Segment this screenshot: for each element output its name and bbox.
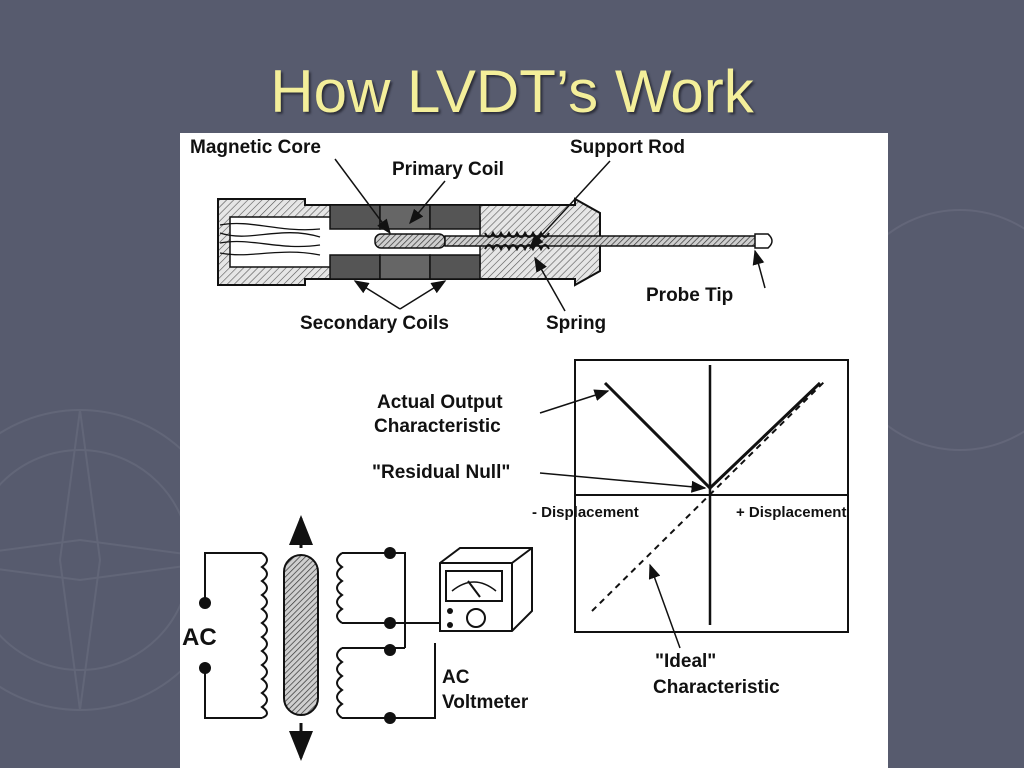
label-voltmeter-1: AC: [442, 667, 470, 688]
label-support-rod: Support Rod: [570, 137, 685, 158]
label-magnetic-core: Magnetic Core: [190, 137, 321, 158]
lvdt-figure: Magnetic Core Primary Coil Support Rod P…: [180, 133, 888, 768]
probe-tip: [754, 233, 773, 249]
ac-terminal-top: [199, 597, 211, 609]
actual-output-curve: [603, 381, 822, 491]
sensor-leader-lines: [334, 158, 766, 312]
graph-leader-lines: [539, 389, 707, 649]
lvdt-sensor-section: Magnetic Core Primary Coil Support Rod P…: [190, 137, 773, 334]
label-actual-output-2: Characteristic: [374, 416, 501, 437]
ac-terminal-bottom: [199, 662, 211, 674]
lvdt-diagram: Magnetic Core Primary Coil Support Rod P…: [182, 137, 849, 761]
label-probe-tip: Probe Tip: [646, 285, 733, 306]
label-ac-source: AC: [182, 624, 217, 651]
label-voltmeter-2: Voltmeter: [442, 692, 529, 713]
label-residual-null: "Residual Null": [372, 462, 510, 483]
label-minus-displacement: - Displacement: [532, 504, 639, 521]
output-graph: Actual Output Characteristic "Residual N…: [372, 359, 849, 698]
secondary-coil-lower: [336, 647, 344, 719]
label-ideal-2: Characteristic: [653, 677, 780, 698]
label-primary-coil: Primary Coil: [392, 159, 504, 180]
label-ideal-1: "Ideal": [655, 651, 716, 672]
label-actual-output-1: Actual Output: [377, 392, 503, 413]
label-spring: Spring: [546, 313, 606, 334]
primary-coil-symbol: [260, 552, 268, 719]
lead-wires: [219, 222, 321, 256]
label-plus-displacement: + Displacement: [736, 504, 846, 521]
secondary-coil-upper: [336, 552, 344, 624]
support-rod: [444, 235, 766, 247]
lvdt-circuit: AC: [182, 515, 533, 761]
slide-title: How LVDT’s Work: [270, 58, 754, 125]
magnetic-core: [374, 233, 446, 249]
label-secondary-coils: Secondary Coils: [300, 313, 449, 334]
circuit-core: [283, 554, 319, 716]
ac-voltmeter: [439, 547, 533, 632]
